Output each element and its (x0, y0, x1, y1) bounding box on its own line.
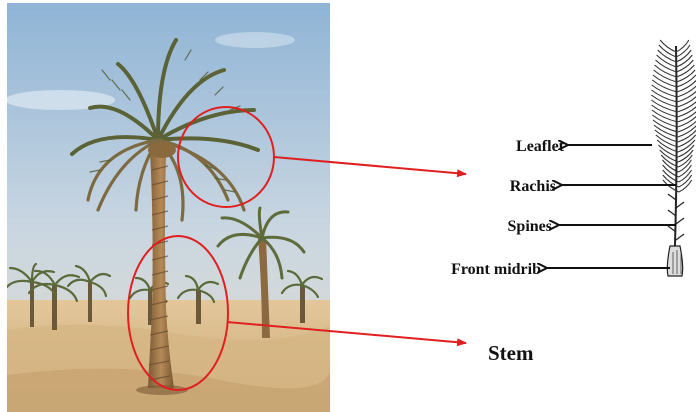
label-stem: Stem (488, 341, 534, 365)
palm-photo (5, 3, 330, 412)
label-front-midrib: Front midrib (451, 261, 541, 278)
label-spines: Spines (508, 218, 552, 235)
leaflet-stroke-left (660, 40, 676, 52)
label-rachis: Rachis (510, 178, 556, 195)
label-leaflet: Leaflet (516, 138, 565, 155)
leaflet-stroke-right (676, 40, 689, 52)
frond-sketch (651, 40, 696, 276)
